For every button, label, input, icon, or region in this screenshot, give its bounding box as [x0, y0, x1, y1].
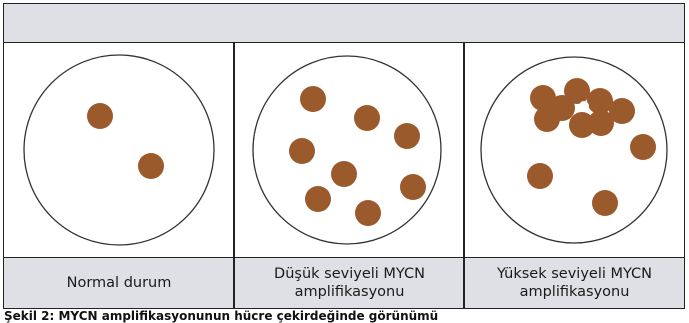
figure-caption: Şekil 2: MYCN amplifikasyonunun hücre çe…	[4, 309, 439, 323]
panel-high-illustration	[480, 56, 668, 244]
header-band	[4, 4, 684, 43]
figure-table: Normal durum Düşük seviyeli MYCN amplifi…	[3, 3, 685, 309]
mycn-signal-dot	[564, 78, 590, 104]
mycn-signal-dot	[592, 190, 618, 216]
mycn-signal-dot	[305, 186, 331, 212]
mycn-signal-dot	[138, 153, 164, 179]
mycn-signal-dot	[394, 123, 420, 149]
column-divider	[233, 42, 235, 308]
caption-low-amplification: Düşük seviyeli MYCN amplifikasyonu	[274, 266, 425, 300]
mycn-signal-dot	[354, 105, 380, 131]
mycn-signal-dot	[527, 163, 553, 189]
mycn-signal-dot	[587, 88, 613, 114]
mycn-signal-dot	[400, 174, 426, 200]
mycn-signal-dot	[87, 103, 113, 129]
mycn-signal-dot	[588, 110, 614, 136]
mycn-signal-dot	[630, 134, 656, 160]
panel-low-amplification	[235, 43, 463, 257]
mycn-signal-dot	[534, 106, 560, 132]
panel-high-amplification	[465, 43, 684, 257]
mycn-signal-dot	[331, 161, 357, 187]
nucleus-circle	[23, 54, 215, 246]
mycn-signal-dot	[609, 98, 635, 124]
mycn-signal-dot	[289, 138, 315, 164]
panel-low-illustration	[252, 55, 442, 245]
caption-normal: Normal durum	[66, 275, 172, 291]
mycn-signal-cluster	[530, 78, 635, 138]
caption-high-amplification: Yüksek seviyeli MYCN amplifikasyonu	[496, 266, 653, 300]
panel-normal	[4, 43, 233, 257]
caption-row: Normal durum Düşük seviyeli MYCN amplifi…	[4, 257, 684, 308]
nucleus-circle	[252, 55, 442, 245]
mycn-signal-dot	[355, 200, 381, 226]
panel-normal-illustration	[23, 54, 215, 246]
mycn-signal-dot	[300, 86, 326, 112]
mycn-signal-dot	[579, 101, 589, 111]
mycn-signal-dot	[569, 112, 595, 138]
column-divider	[463, 42, 465, 308]
